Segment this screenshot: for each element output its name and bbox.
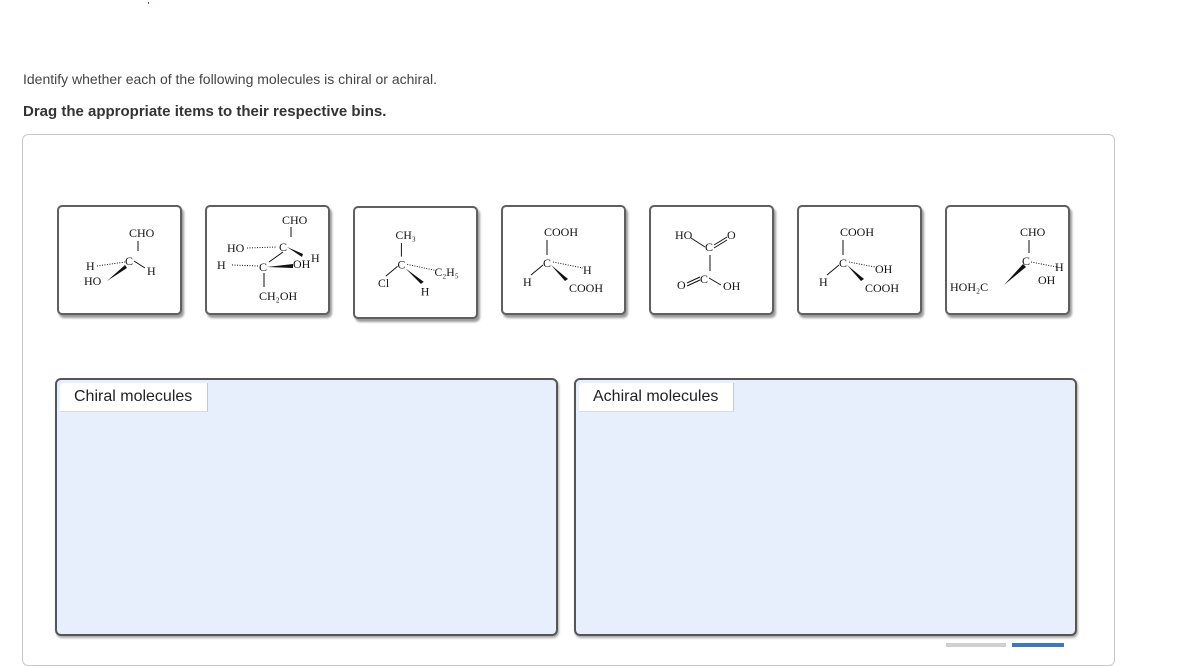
mol4-label-c: C [543,256,551,270]
mol2-label-ho: HO [227,241,245,255]
molecule-structure-1: CHO H C H HO [84,226,156,288]
mol3-label-c2h5: C₂H₅ [434,266,458,279]
molecule-tile-7[interactable]: CHO C H HOH₂C OH [945,205,1070,315]
drag-instruction: Drag the appropriate items to their resp… [23,103,387,120]
top-marker [148,2,149,4]
instruction-text: Identify whether each of the following m… [23,71,437,87]
reset-button[interactable] [946,643,1006,647]
mol3-label-h: H [421,286,430,299]
mol7-label-oh: OH [1038,273,1056,287]
mol5-label-ho: HO [675,228,693,242]
mol4-label-cooh-bottom: COOH [569,281,603,295]
mol2-label-h-left: H [217,258,226,272]
molecule-structure-2: CHO HO C H H C OH CH₂OH [217,213,320,303]
molecule-structure-3: CH₃ C C₂H₅ Cl H [378,229,459,299]
mol2-label-h-top: H [311,251,320,265]
molecule-tile-5[interactable]: HO C O O C OH [649,205,774,315]
mol4-label-h-left: H [523,275,532,289]
mol3-label-cl: Cl [378,277,389,290]
mol5-label-c-top: C [705,240,713,254]
mol1-label-h-left: H [86,259,95,273]
molecule-tile-1[interactable]: CHO H C H HO [57,205,182,315]
mol2-label-c-top: C [279,240,287,254]
achiral-bin-label: Achiral molecules [579,383,735,412]
mol7-label-cho: CHO [1020,225,1046,239]
mol7-label-hoh2c: HOH₂C [950,280,988,294]
mol1-label-c: C [125,254,133,268]
chiral-bin-label: Chiral molecules [60,383,209,412]
mol6-label-cooh-bottom: COOH [865,281,899,295]
mol3-label-ch3: CH₃ [396,229,416,242]
mol2-label-c-bottom: C [259,260,267,274]
mol4-label-cooh-top: COOH [544,225,578,239]
molecule-tile-2[interactable]: CHO HO C H H C OH CH₂OH [205,205,330,315]
mol4-label-h-right: H [583,263,592,277]
mol5-label-o-top: O [727,228,736,242]
mol2-label-oh: OH [293,257,311,271]
mol6-label-c: C [839,256,847,270]
mol6-label-cooh-top: COOH [840,225,874,239]
submit-button[interactable] [1012,643,1064,647]
molecule-structure-4: COOH C H H COOH [523,225,603,295]
molecule-structure-6: COOH C OH H COOH [819,225,899,295]
molecule-structure-7: CHO C H HOH₂C OH [950,225,1064,294]
mol5-label-c-bottom: C [700,272,708,286]
mol2-label-cho: CHO [282,213,308,227]
mol7-label-h: H [1055,260,1064,274]
mol5-label-oh: OH [723,279,741,293]
chiral-bin[interactable]: Chiral molecules [55,378,558,636]
mol6-label-h: H [819,275,828,289]
achiral-bin[interactable]: Achiral molecules [574,378,1077,636]
molecule-structure-5: HO C O O C OH [675,228,741,293]
molecule-tile-3[interactable]: CH₃ C C₂H₅ Cl H [353,206,478,319]
mol1-label-cho: CHO [129,226,155,240]
mol6-label-oh: OH [875,262,893,276]
mol5-label-o-bottom: O [677,278,686,292]
molecule-tile-4[interactable]: COOH C H H COOH [501,205,626,315]
molecule-tile-6[interactable]: COOH C OH H COOH [797,205,922,315]
mol1-label-h-right: H [147,264,156,278]
mol1-label-ho: HO [84,274,102,288]
mol3-label-c: C [398,258,406,271]
mol7-label-c: C [1022,254,1030,268]
mol2-label-ch2oh: CH₂OH [259,289,298,303]
